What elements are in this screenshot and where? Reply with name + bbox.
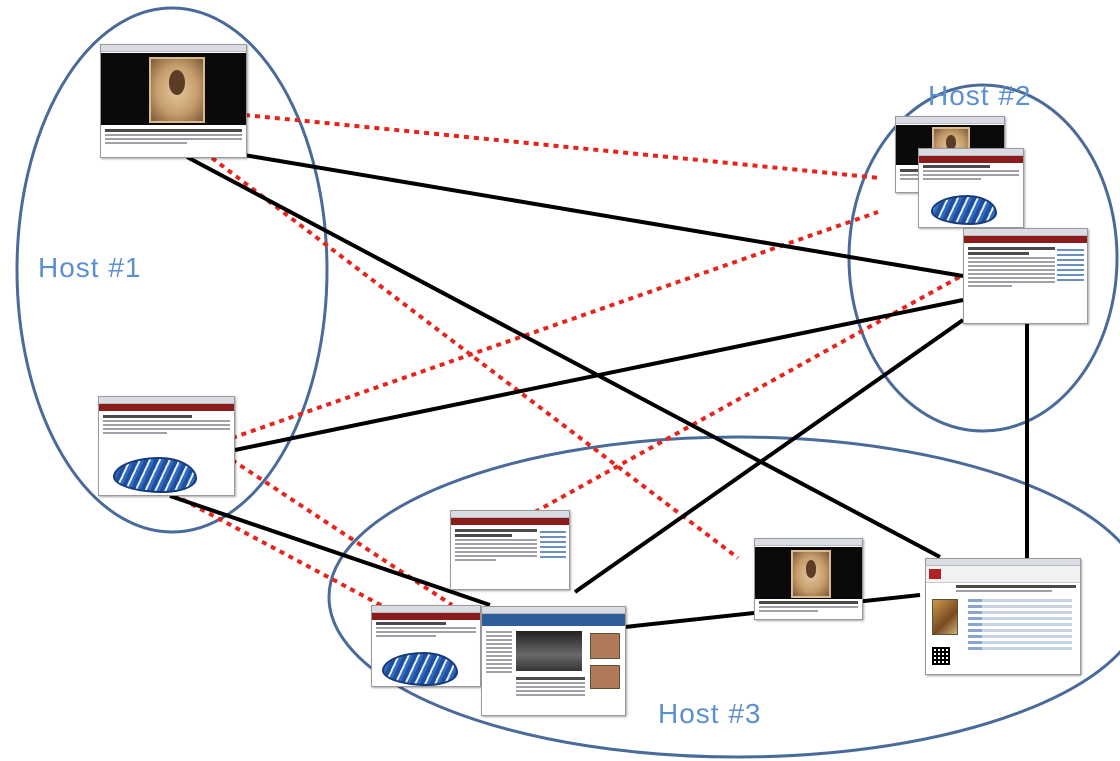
catalog-rows xyxy=(968,599,1072,653)
browser-chrome xyxy=(964,229,1087,236)
video-player xyxy=(101,53,246,125)
dotted-link xyxy=(164,488,391,612)
profile-photo xyxy=(590,665,620,689)
solid-link xyxy=(231,151,964,278)
map-image xyxy=(113,457,197,493)
browser-chrome xyxy=(451,511,569,518)
host-3-label: Host #3 xyxy=(658,698,762,729)
browser-chrome xyxy=(896,117,1004,124)
left-nav-links xyxy=(486,631,512,675)
artwork-image xyxy=(932,599,958,635)
portrait-image xyxy=(791,550,831,598)
page-sidebar-links xyxy=(540,531,566,561)
host-2-red-article-page-thumbnail[interactable] xyxy=(963,228,1088,324)
dotted-link xyxy=(244,113,881,180)
browser-chrome xyxy=(372,606,480,613)
host-1-label: Host #1 xyxy=(38,252,142,283)
host-2-label: Host #2 xyxy=(928,80,1032,111)
site-header-bar xyxy=(99,404,234,411)
host-1-video-page-thumbnail[interactable] xyxy=(100,44,247,158)
solid-links xyxy=(169,151,1029,629)
page-text xyxy=(516,677,585,698)
video-player xyxy=(755,547,862,599)
browser-chrome xyxy=(919,149,1023,156)
host-2-article-page-thumbnail[interactable] xyxy=(918,148,1024,228)
page-text xyxy=(376,622,476,639)
dotted-links xyxy=(164,113,964,612)
site-header-bar xyxy=(372,613,480,620)
host-3-video-page-thumbnail[interactable] xyxy=(754,538,863,620)
site-header-bar xyxy=(964,236,1087,243)
site-header-bar xyxy=(482,614,625,626)
site-header-bar xyxy=(926,566,1080,583)
dotted-link xyxy=(230,458,454,607)
page-text xyxy=(105,129,242,146)
page-text xyxy=(759,601,858,614)
host-3-article-page-thumbnail[interactable] xyxy=(371,605,481,687)
host-3-museum-catalog-page-thumbnail[interactable] xyxy=(925,558,1081,675)
host-3-red-article-page-thumbnail[interactable] xyxy=(450,510,570,590)
dotted-link xyxy=(534,273,964,514)
site-header-bar xyxy=(919,156,1023,163)
site-logo xyxy=(929,569,941,579)
profile-photo xyxy=(590,633,620,659)
site-header-bar xyxy=(451,518,569,525)
solid-link xyxy=(234,298,964,452)
qr-code xyxy=(932,647,950,665)
browser-chrome xyxy=(926,559,1080,566)
page-text xyxy=(103,415,230,436)
solid-link xyxy=(169,494,491,607)
page-text xyxy=(923,165,1019,182)
browser-chrome xyxy=(482,607,625,614)
map-image xyxy=(931,195,997,225)
browser-chrome xyxy=(101,45,246,52)
host-3-news-portal-page-thumbnail[interactable] xyxy=(481,606,626,716)
host-1-article-page-thumbnail[interactable] xyxy=(98,396,235,496)
solid-link xyxy=(186,155,941,559)
page-text xyxy=(455,529,537,563)
browser-chrome xyxy=(99,397,234,404)
map-image xyxy=(382,652,458,686)
host-1-ellipse xyxy=(15,6,329,534)
feature-photo xyxy=(516,631,582,671)
dotted-link xyxy=(231,210,879,440)
host-3-ellipse xyxy=(327,435,1120,759)
page-sidebar-links xyxy=(1056,249,1084,284)
dotted-link xyxy=(210,156,740,560)
page-text xyxy=(968,247,1055,289)
browser-chrome xyxy=(755,539,862,546)
portrait-image xyxy=(149,57,205,123)
page-title-text xyxy=(956,585,1076,594)
solid-link xyxy=(573,318,965,594)
